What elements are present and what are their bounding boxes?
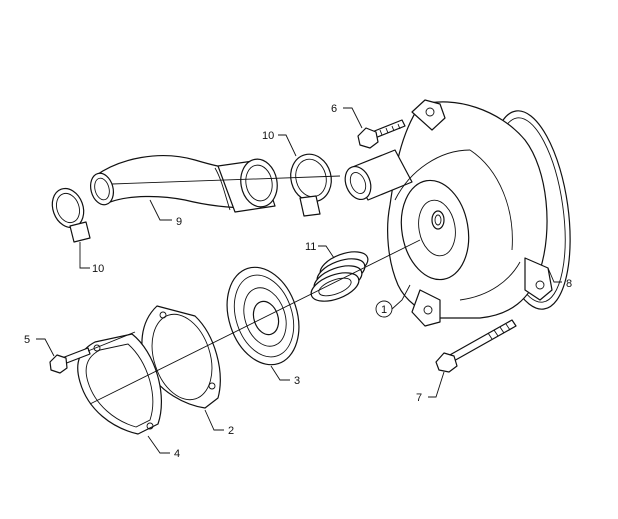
callout-3: 3 — [270, 365, 300, 387]
bolt-part-6 — [357, 119, 406, 149]
spring-part-11 — [310, 251, 369, 302]
callout-6: 6 — [331, 103, 363, 129]
callout-label-7: 7 — [416, 392, 422, 404]
callout-10-top: 10 — [262, 130, 297, 157]
assembly-axis-lines — [87, 175, 421, 405]
housing-part-8 — [344, 99, 571, 327]
hose-clip-part-10-right — [290, 153, 332, 217]
callout-label-1: 1 — [381, 304, 387, 316]
callout-5: 5 — [24, 334, 55, 357]
callout-2: 2 — [204, 409, 234, 437]
bolt-part-7 — [435, 319, 517, 373]
callout-9: 9 — [149, 199, 182, 228]
gasket-part-2 — [141, 305, 221, 409]
callout-label-10-left: 10 — [92, 263, 104, 275]
cover-plate-part-4 — [77, 333, 162, 435]
callout-11: 11 — [305, 241, 335, 259]
callout-8: 8 — [547, 267, 572, 290]
callout-label-11: 11 — [305, 241, 316, 253]
callout-1: 1 — [375, 284, 411, 318]
callout-label-2: 2 — [228, 425, 234, 437]
callout-label-8: 8 — [566, 278, 572, 290]
callout-label-6: 6 — [331, 103, 337, 115]
callout-label-5: 5 — [24, 334, 30, 346]
diaphragm-part-3 — [226, 266, 300, 366]
callout-10-left: 10 — [79, 242, 104, 275]
callout-label-4: 4 — [174, 448, 180, 460]
callout-7: 7 — [416, 371, 445, 404]
callout-4: 4 — [147, 435, 180, 460]
screw-part-5 — [49, 347, 91, 374]
callout-label-3: 3 — [294, 375, 300, 387]
callout-label-9: 9 — [176, 216, 182, 228]
callout-label-10-top: 10 — [262, 130, 274, 142]
hose-clip-part-10-left — [51, 187, 91, 243]
